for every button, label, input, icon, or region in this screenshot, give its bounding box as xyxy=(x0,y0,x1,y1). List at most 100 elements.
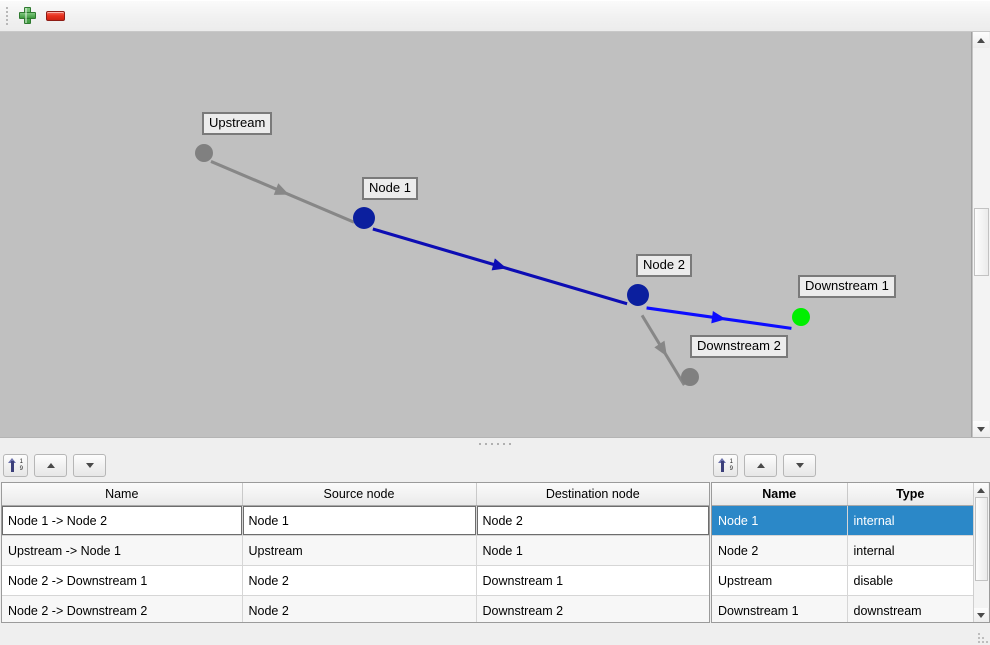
edges-cell-destination[interactable]: Downstream 2 xyxy=(476,595,709,622)
chevron-down-icon xyxy=(976,612,985,618)
scroll-up-button[interactable] xyxy=(973,32,989,48)
edges-move-down-button[interactable] xyxy=(73,454,106,477)
graph-node-label-downstream2[interactable]: Downstream 2 xyxy=(690,335,788,358)
graph-node-downstream2[interactable] xyxy=(681,368,699,386)
edges-cell-source[interactable]: Node 2 xyxy=(242,565,477,596)
graph-edge-arrowhead-node2-downstream1 xyxy=(711,310,726,324)
edges-move-up-button[interactable] xyxy=(34,454,67,477)
status-bar xyxy=(0,623,990,645)
arrow-down-icon xyxy=(85,463,94,468)
edges-column-header-name[interactable]: Name xyxy=(2,483,243,506)
edges-column-header-source[interactable]: Source node xyxy=(242,483,477,506)
graph-node-node2[interactable] xyxy=(627,284,649,306)
edges-cell-source[interactable]: Upstream xyxy=(242,535,477,566)
horizontal-splitter[interactable] xyxy=(0,437,990,449)
nodes-move-down-button[interactable] xyxy=(783,454,816,477)
graph-node-label-upstream[interactable]: Upstream xyxy=(202,112,273,135)
splitter-dots-icon xyxy=(479,442,481,445)
edges-cell-source[interactable]: Node 1 xyxy=(242,505,477,536)
canvas-vertical-scrollbar[interactable] xyxy=(972,32,990,437)
canvas-vscroll-thumb[interactable] xyxy=(974,208,989,276)
nodes-cell-name[interactable]: Node 2 xyxy=(712,535,848,566)
nodes-column-header-name[interactable]: Name xyxy=(712,483,848,506)
arrow-up-icon xyxy=(46,463,55,468)
graph-node-upstream[interactable] xyxy=(195,144,213,162)
minus-icon xyxy=(45,10,65,21)
nodes-cell-type[interactable]: downstream xyxy=(847,595,973,622)
nodes-scroll-down-button[interactable] xyxy=(973,608,988,622)
edges-cell-source[interactable]: Node 2 xyxy=(242,595,477,622)
nodes-cell-name[interactable]: Upstream xyxy=(712,565,848,596)
graph-edge-arrowhead-upstream-node1 xyxy=(273,183,289,195)
nodes-cell-type[interactable]: internal xyxy=(847,505,973,536)
drag-grip-icon[interactable] xyxy=(2,5,12,27)
scroll-down-button[interactable] xyxy=(973,421,989,437)
add-button[interactable] xyxy=(14,3,40,29)
graph-node-downstream1[interactable] xyxy=(792,308,810,326)
edges-table: Name Source node Destination node Node 1… xyxy=(2,483,709,622)
resize-grip-dot xyxy=(982,641,984,643)
edges-column-header-destination[interactable]: Destination node xyxy=(476,483,709,506)
nodes-vscroll-track[interactable] xyxy=(973,497,989,608)
graph-node-node1[interactable] xyxy=(353,207,375,229)
edges-table-header-row: Name Source node Destination node xyxy=(2,483,709,506)
nodes-scroll-up-button[interactable] xyxy=(973,483,988,497)
graph-edge-layer xyxy=(210,159,792,386)
nodes-move-up-button[interactable] xyxy=(744,454,777,477)
nodes-cell-name[interactable]: Node 1 xyxy=(712,505,848,536)
graph-node-label-node1[interactable]: Node 1 xyxy=(362,177,418,200)
nodes-cell-type[interactable]: internal xyxy=(847,535,973,566)
graph-edge-node2-downstream1[interactable] xyxy=(646,306,792,330)
graph-node-label-node2[interactable]: Node 2 xyxy=(636,254,692,277)
graph-edge-node2-downstream2[interactable] xyxy=(640,314,686,386)
splitter-dots-icon xyxy=(497,442,499,445)
remove-button[interactable] xyxy=(42,3,68,29)
nodes-vscroll-thumb[interactable] xyxy=(974,497,988,582)
resize-grip-dot xyxy=(986,641,988,643)
edges-cell-destination[interactable]: Node 2 xyxy=(476,505,709,536)
edges-cell-destination[interactable]: Downstream 1 xyxy=(476,565,709,596)
splitter-dots-icon xyxy=(491,442,493,445)
edges-cell-name[interactable]: Node 2 -> Downstream 2 xyxy=(2,595,243,622)
nodes-table-vertical-scrollbar[interactable] xyxy=(972,483,989,622)
nodes-cell-name[interactable]: Downstream 1 xyxy=(712,595,848,622)
edges-cell-name[interactable]: Node 1 -> Node 2 xyxy=(2,505,243,536)
nodes-column-header-type[interactable]: Type xyxy=(847,483,973,506)
graph-edge-upstream-node1[interactable] xyxy=(210,159,355,224)
edges-cell-name[interactable]: Node 2 -> Downstream 1 xyxy=(2,565,243,596)
graph-node-label-downstream1[interactable]: Downstream 1 xyxy=(798,275,896,298)
edges-table-scrollarea[interactable]: Name Source node Destination node Node 1… xyxy=(2,483,709,622)
edges-table-container: Name Source node Destination node Node 1… xyxy=(1,482,710,623)
canvas-vscroll-track[interactable] xyxy=(973,48,990,421)
resize-grip-dot xyxy=(982,637,984,639)
resize-grip-dot xyxy=(978,641,980,643)
edges-cell-name[interactable]: Upstream -> Node 1 xyxy=(2,535,243,566)
resize-grip-icon[interactable] xyxy=(975,630,988,643)
nodes-cell-type[interactable]: disable xyxy=(847,565,973,596)
graph-edge-node1-node2[interactable] xyxy=(372,227,628,306)
resize-grip-dot xyxy=(978,637,980,639)
splitter-dots-icon xyxy=(485,442,487,445)
chevron-down-icon xyxy=(977,426,985,432)
chevron-up-icon xyxy=(977,37,985,43)
edges-cell-destination[interactable]: Node 1 xyxy=(476,535,709,566)
